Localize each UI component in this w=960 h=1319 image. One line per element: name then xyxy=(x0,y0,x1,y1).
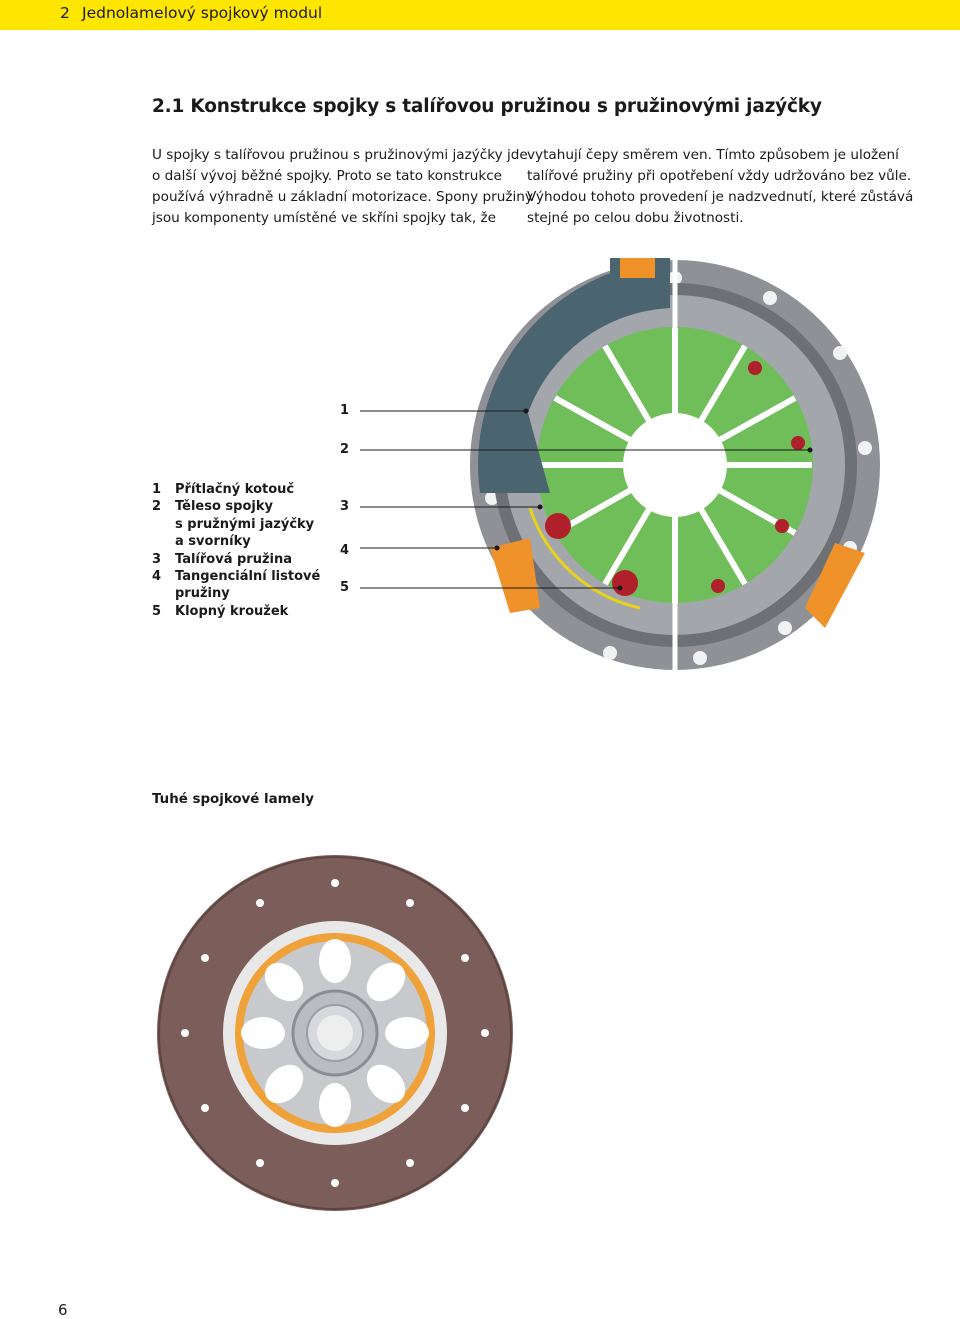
intro-left-line: o další vývoj běžné spojky. Proto se tat… xyxy=(152,168,503,184)
intro-right-line: Výhodou tohoto provedení je nadzvednutí,… xyxy=(527,189,914,205)
intro-right-line: stejné po celou dobu životnosti. xyxy=(527,210,744,226)
legend-number: 1 xyxy=(152,482,162,497)
legend-text: Přítlačný kotouč xyxy=(175,482,295,497)
tangential-leaf-springs xyxy=(490,258,865,628)
legend-text: pružiny xyxy=(175,586,230,602)
section-title: 2.1 Konstrukce spojky s talířovou pružin… xyxy=(152,96,822,117)
callout-2: 2 xyxy=(340,442,350,457)
legend-text: s pružnými jazýčky xyxy=(175,516,315,532)
legend-item: 2 Těleso spojky s pružnými jazýčky a svo… xyxy=(152,498,320,550)
legend-number: 3 xyxy=(152,551,162,567)
legend-text: Těleso spojky xyxy=(175,499,273,515)
legend-text: a svorníky xyxy=(175,534,251,550)
clutch-disc-heading: Tuhé spojkové lamely xyxy=(152,792,315,807)
intro-column-right: vytahují čepy směrem ven. Tímto způsobem… xyxy=(527,145,913,229)
legend-item: 4 Tangenciální listové pružiny xyxy=(152,568,320,603)
chapter-title: Jednolamelový spojkový modul xyxy=(82,4,323,22)
callout-3: 3 xyxy=(340,499,350,514)
legend-number: 2 xyxy=(152,499,162,515)
clutch-disc-figure xyxy=(157,855,513,1211)
callout-5: 5 xyxy=(340,580,350,595)
legend-item: 5 Klopný kroužek xyxy=(152,603,320,620)
intro-left-line: používá výhradně u základní motorizace. … xyxy=(152,189,533,205)
chapter-header-band: 2 Jednolamelový spojkový modul xyxy=(0,0,960,30)
legend-item: 3 Talířová pružina xyxy=(152,551,320,568)
legend-item: 1 Přítlačný kotouč xyxy=(152,481,320,498)
clutch-pressure-plate-figure xyxy=(470,258,880,678)
legend-text: Talířová pružina xyxy=(175,551,293,567)
intro-right-line: vytahují čepy směrem ven. Tímto způsobem… xyxy=(527,147,899,163)
pressure-plate-cutaway xyxy=(478,260,670,493)
lining-rivets xyxy=(181,879,489,1187)
legend-text: Tangenciální listové xyxy=(175,569,321,585)
intro-column-left: U spojky s talířovou pružinou s pružinov… xyxy=(152,145,533,229)
legend-number: 4 xyxy=(152,569,162,585)
callout-leader-lines xyxy=(360,408,813,591)
chapter-number: 2 xyxy=(60,4,70,22)
page-number: 6 xyxy=(58,1301,68,1319)
intro-left-line: U spojky s talířovou pružinou s pružinov… xyxy=(152,147,528,163)
legend-number: 5 xyxy=(152,603,162,619)
damper-windows xyxy=(241,939,429,1127)
intro-left-line: jsou komponenty umístěné ve skříni spojk… xyxy=(152,210,496,226)
legend-text: Klopný kroužek xyxy=(175,603,289,619)
intro-right-line: talířové pružiny při opotřebení vždy udr… xyxy=(527,168,912,184)
pivot-ring xyxy=(528,507,641,610)
callout-4: 4 xyxy=(340,543,350,558)
callout-1: 1 xyxy=(340,403,350,418)
figure-legend: 1 Přítlačný kotouč 2 Těleso spojky s pru… xyxy=(152,481,320,620)
